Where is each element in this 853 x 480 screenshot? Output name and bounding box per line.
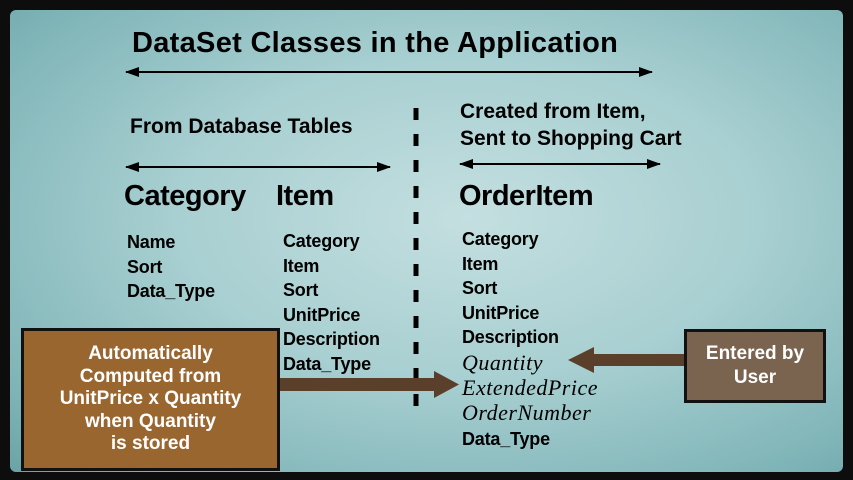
callout-line: Entered by: [705, 343, 805, 364]
callout-line: is stored: [110, 433, 191, 455]
slide: DataSet Classes in the Application From …: [10, 10, 843, 472]
callout-line: User: [733, 367, 777, 388]
field-name: UnitPrice: [283, 304, 361, 325]
orderitem-field-list: Category Item Sort UnitPrice Description…: [462, 227, 598, 451]
slide-title: DataSet Classes in the Application: [132, 27, 619, 59]
field-name: Category: [462, 229, 539, 249]
class-heading-orderitem: OrderItem: [459, 180, 594, 212]
callout-line: when Quantity: [85, 410, 216, 432]
category-field-list: Name Sort Data_Type: [127, 230, 215, 304]
class-heading-item: Item: [276, 180, 334, 212]
field-name: Sort: [283, 280, 319, 300]
callout-line: UnitPrice x Quantity: [59, 388, 242, 410]
left-caption: From Database Tables: [130, 115, 353, 138]
item-field-list: Category Item Sort UnitPrice Description…: [283, 229, 380, 376]
field-name-quantity: Quantity: [462, 349, 543, 375]
callout-line: Automatically: [88, 343, 213, 365]
right-caption-line: Created from Item,: [460, 100, 646, 123]
field-name: Data_Type: [462, 428, 550, 449]
field-name: Item: [283, 255, 320, 276]
field-name-extendedprice: ExtendedPrice: [462, 374, 598, 400]
field-name: Description: [283, 329, 380, 349]
callout-line: Computed from: [79, 365, 222, 387]
field-name: Item: [462, 253, 499, 274]
arrows-layer: [125, 67, 684, 420]
computed-arrow: [270, 371, 459, 398]
field-name: Sort: [462, 278, 498, 298]
field-name: Description: [462, 327, 559, 347]
field-name: Name: [127, 232, 176, 252]
entered-arrow: [568, 347, 684, 373]
field-name: Sort: [127, 256, 163, 277]
computed-callout-box: Automatically Computed from UnitPrice x …: [21, 328, 280, 471]
field-name: Category: [283, 231, 360, 251]
class-heading-category: Category: [124, 180, 246, 212]
field-name: Data_Type: [127, 281, 215, 301]
right-caption: Created from Item, Sent to Shopping Cart: [460, 98, 682, 152]
field-name: Data_Type: [283, 353, 371, 374]
field-name-ordernumber: OrderNumber: [462, 399, 592, 425]
right-caption-line: Sent to Shopping Cart: [460, 127, 682, 150]
field-name: UnitPrice: [462, 302, 540, 323]
entered-callout-box: Entered by User: [684, 329, 826, 403]
